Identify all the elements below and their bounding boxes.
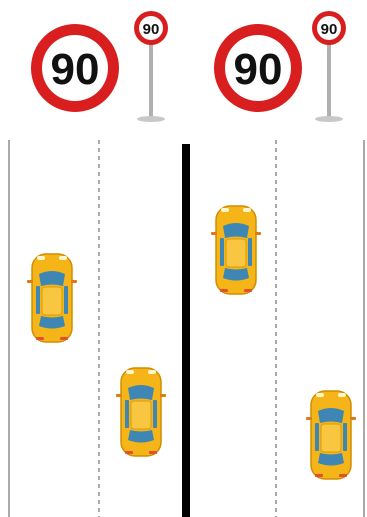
car-right-lane-1 (211, 206, 261, 294)
pole-speed-limit-sign: 90 (312, 11, 346, 122)
car-left-lane-2 (116, 368, 166, 456)
speed-sign-right: 90 90 (183, 0, 367, 130)
small-speed-value: 90 (321, 21, 338, 38)
speed-sign-group-left: 90 90 (0, 0, 183, 130)
left-road (9, 140, 166, 517)
road-scene (0, 140, 367, 517)
big-speed-value: 90 (51, 45, 100, 94)
panel-divider (182, 144, 190, 517)
small-speed-value: 90 (143, 21, 160, 38)
big-speed-value: 90 (234, 45, 283, 94)
speed-sign-left: 90 90 (0, 0, 183, 130)
pole-speed-limit-sign: 90 (134, 11, 168, 122)
big-speed-limit-sign: 90 (31, 24, 119, 112)
right-road (211, 140, 364, 517)
speed-sign-group-right: 90 90 (183, 0, 367, 130)
car-left-lane-1 (27, 254, 77, 342)
big-speed-limit-sign: 90 (214, 24, 302, 112)
car-right-lane-2 (306, 391, 356, 479)
